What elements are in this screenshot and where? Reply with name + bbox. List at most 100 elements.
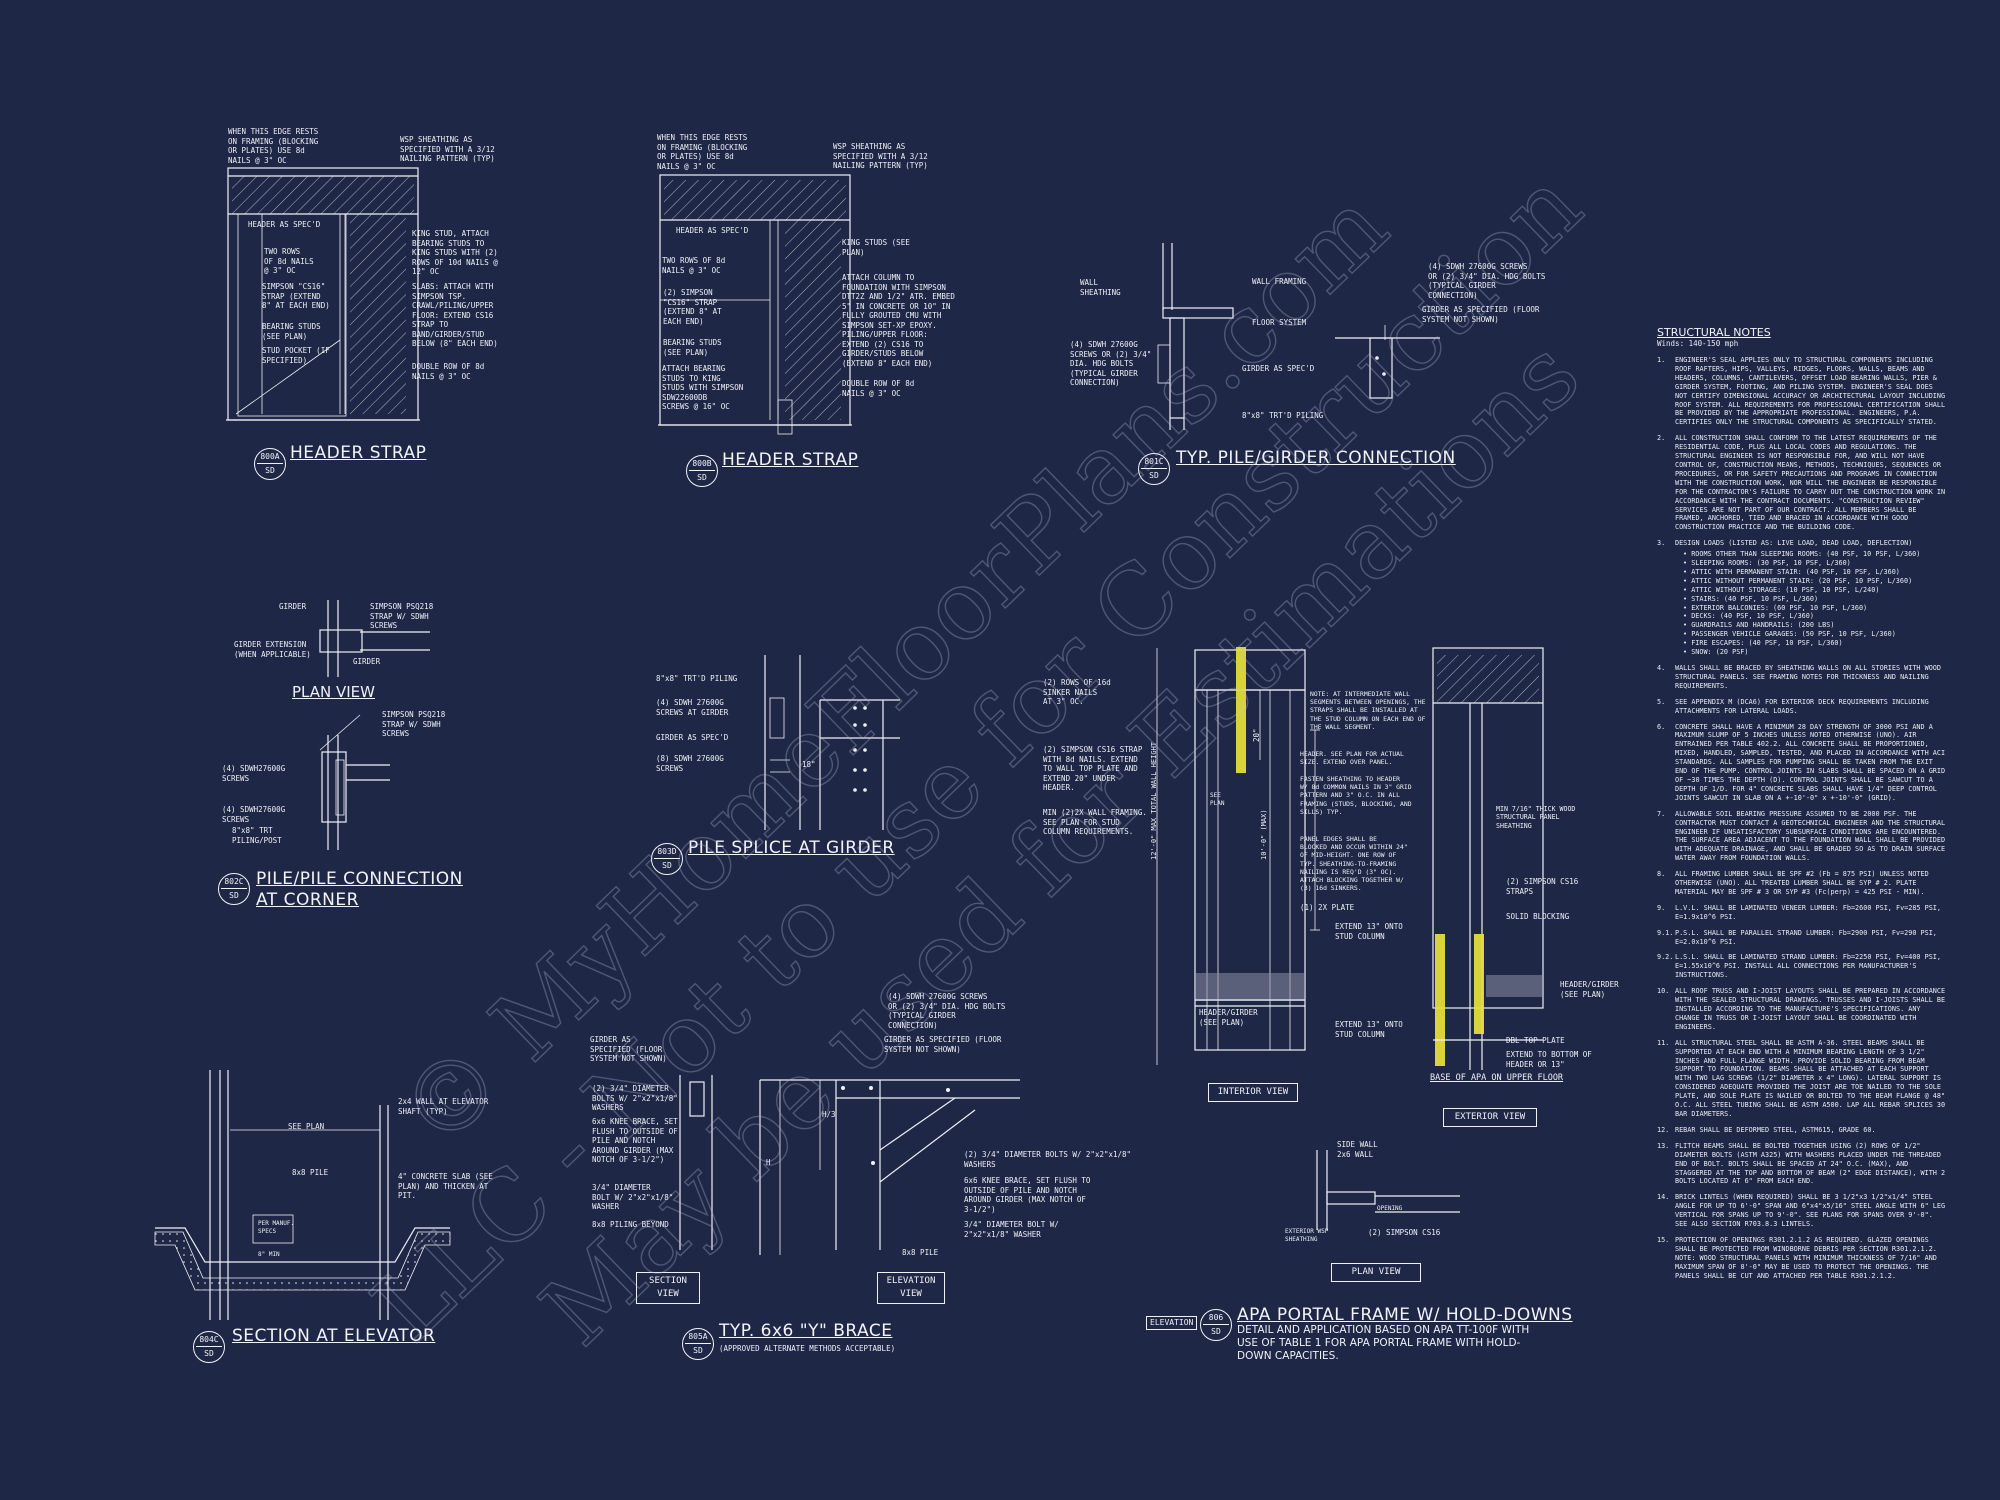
callout-806-cs16: (2) SIMPSON CS16 [1368, 1228, 1441, 1237]
callout-802c-strap: SIMPSON PSQ218 STRAP W/ SDWH SCREWS [370, 602, 434, 630]
structural-note-item: 14. BRICK LINTELS (WHEN REQUIRED) SHALL B… [1657, 1193, 1949, 1229]
structural-note-item: 12.REBAR SHALL BE DEFORMED STEEL, ASTM61… [1657, 1126, 1949, 1135]
design-loads-list: ROOMS OTHER THAN SLEEPING ROOMS: (40 PSF… [1675, 550, 1949, 657]
base-label-806: BASE OF APA ON UPPER FLOOR [1430, 1073, 1564, 1083]
structural-note-item: 1.ENGINEER'S SEAL APPLIES ONLY TO STRUCT… [1657, 356, 1949, 427]
structural-notes-winds: Winds: 140-150 mph [1657, 339, 1739, 348]
dimension-806-wall-height: 12'-0" MAX TOTAL WALL HEIGHT [1150, 741, 1158, 860]
callout-801c-girder-right: GIRDER AS SPECIFIED (FLOOR SYSTEM NOT SH… [1422, 305, 1540, 324]
structural-note-item: 2.ALL CONSTRUCTION SHALL CONFORM TO THE … [1657, 434, 1949, 532]
callout-801c-piling: 8"x8" TRT'D PILING [1242, 411, 1324, 420]
structural-note-text: PROTECTION OF OPENINGS R301.2.1.2 AS REQ… [1675, 1235, 1937, 1280]
callout-805a-pile: 8x8 PILE [902, 1248, 939, 1257]
structural-note-item: 3.DESIGN LOADS (LISTED AS: LIVE LOAD, DE… [1657, 539, 1949, 657]
view-label-805a-section: SECTION VIEW [636, 1272, 700, 1304]
callout-806-header-girder-ext: HEADER/GIRDER (SEE PLAN) [1560, 980, 1619, 999]
structural-note-item: 9.2.L.S.L. SHALL BE LAMINATED STRAND LUM… [1657, 953, 1949, 980]
callout-804c-slab: 4" CONCRETE SLAB (SEE PLAN) AND THICKEN … [398, 1172, 493, 1200]
structural-note-item: 9.1.P.S.L. SHALL BE PARALLEL STRAND LUMB… [1657, 929, 1949, 947]
callout-800b-column: ATTACH COLUMN TO FOUNDATION WITH SIMPSON… [842, 273, 955, 368]
callout-806-dbl-top: DBL TOP PLATE [1506, 1036, 1565, 1045]
callout-806-header: HEADER. SEE PLAN FOR ACTUAL SIZE. EXTEND… [1300, 750, 1404, 767]
callout-801c-floor: FLOOR SYSTEM [1252, 318, 1307, 327]
dimension-803d: 18" [802, 760, 816, 769]
design-load-item: SNOW: (20 PSF) [1683, 648, 1949, 657]
detail-title-801c: TYP. PILE/GIRDER CONNECTION [1176, 448, 1456, 468]
callout-806-plate: (1) 2X PLATE [1300, 903, 1355, 912]
structural-note-text: WALLS SHALL BE BRACED BY SHEATHING WALLS… [1675, 664, 1941, 690]
structural-note-number: 9.1. [1657, 928, 1674, 937]
structural-note-number: 10. [1657, 987, 1670, 996]
callout-800a-nails: TWO ROWS OF 8d NAILS @ 3" OC [264, 247, 314, 275]
description-806: DETAIL AND APPLICATION BASED ON APA TT-1… [1237, 1324, 1530, 1362]
callout-806-seeplan: SEE PLAN [1210, 792, 1225, 807]
callout-806-panel-edges: PANEL EDGES SHALL BE BLOCKED AND OCCUR W… [1300, 835, 1408, 893]
structural-notes-title: STRUCTURAL NOTES [1657, 326, 1771, 339]
design-load-item: EXTERIOR BALCONIES: (60 PSF, 10 PSF, L/3… [1683, 604, 1949, 613]
structural-note-text: ALL ROOF TRUSS AND I-JOIST LAYOUTS SHALL… [1675, 987, 1946, 1031]
detail-title-802c: PILE/PILE CONNECTION AT CORNER [256, 869, 463, 910]
view-label-806-plan: PLAN VIEW [1331, 1263, 1421, 1282]
detail-802c-drawing [319, 600, 430, 850]
detail-title-804c: SECTION AT ELEVATOR [232, 1326, 436, 1346]
detail-title-800a: HEADER STRAP [290, 443, 427, 463]
callout-806-extend2: EXTEND 13" ONTO STUD COLUMN [1335, 1020, 1403, 1039]
callout-802c-strap2: SIMPSON PSQ218 STRAP W/ SDWH SCREWS [382, 710, 446, 738]
callout-800b-double: DOUBLE ROW OF 8d NAILS @ 3" OC [842, 379, 915, 398]
structural-note-text: SEE APPENDIX M (DCA6) FOR EXTERIOR DECK … [1675, 697, 1929, 715]
callout-804c-manuf: PER MANUF. SPECS [258, 1220, 295, 1235]
callout-800b-strap: (2) SIMPSON "CS16" STRAP (EXTEND 8" AT E… [663, 288, 722, 326]
structural-note-number: 14. [1657, 1193, 1670, 1202]
structural-note-number: 6. [1657, 722, 1666, 731]
callout-805a-knee-right: 6x6 KNEE BRACE, SET FLUSH TO OUTSIDE OF … [964, 1176, 1091, 1214]
subtitle-802c-plan-view: PLAN VIEW [292, 683, 375, 701]
structural-note-item: 11.ALL STRUCTURAL STEEL SHALL BE ASTM A-… [1657, 1039, 1949, 1119]
detail-804c-drawing [154, 1070, 451, 1320]
structural-note-number: 11. [1657, 1038, 1670, 1047]
callout-800b-header: HEADER AS SPEC'D [676, 226, 749, 235]
callout-800a-wsp: WSP SHEATHING AS SPECIFIED WITH A 3/12 N… [400, 135, 495, 163]
callout-800a-bearing: BEARING STUDS (SEE PLAN) [262, 322, 321, 341]
callout-805a-bolts-right: (2) 3/4" DIAMETER BOLTS W/ 2"x2"x1/8" WA… [964, 1150, 1132, 1169]
detail-title-805a: TYP. 6x6 "Y" BRACE [719, 1321, 893, 1341]
structural-note-item: 9.L.V.L. SHALL BE LAMINATED VENEER LUMBE… [1657, 904, 1949, 922]
callout-801c-girder: GIRDER AS SPEC'D [1242, 364, 1315, 373]
callout-805a-bolts: (2) 3/4" DIAMETER BOLTS W/ 2"x2"x1/8" WA… [592, 1084, 678, 1112]
design-load-item: ATTIC WITHOUT PERMANENT STAIR: (20 PSF, … [1683, 577, 1949, 586]
callout-800a-king: KING STUD, ATTACH BEARING STUDS TO KING … [412, 229, 498, 276]
callout-805a-girder-right: GIRDER AS SPECIFIED (FLOOR SYSTEM NOT SH… [884, 1035, 1002, 1054]
structural-note-text: ALL CONSTRUCTION SHALL CONFORM TO THE LA… [1675, 434, 1946, 532]
callout-806-simpson: (2) SIMPSON CS16 STRAPS [1506, 877, 1579, 896]
callout-806-header-girder: HEADER/GIRDER (SEE PLAN) [1199, 1008, 1258, 1027]
design-load-item: STAIRS: (40 PSF, 10 PSF, L/360) [1683, 595, 1949, 604]
callout-806-note: NOTE: AT INTERMEDIATE WALL SEGMENTS BETW… [1310, 690, 1426, 731]
detail-title-800b: HEADER STRAP [722, 450, 859, 470]
subtitle-805a: (APPROVED ALTERNATE METHODS ACCEPTABLE) [719, 1344, 896, 1353]
dimension-805a-h3: H/3 [822, 1110, 836, 1119]
structural-notes-list: 1.ENGINEER'S SEAL APPLIES ONLY TO STRUCT… [1657, 356, 1949, 1280]
detail-title-806: APA PORTAL FRAME W/ HOLD-DOWNS [1237, 1305, 1573, 1325]
structural-note-text: REBAR SHALL BE DEFORMED STEEL, ASTM615, … [1675, 1125, 1876, 1134]
design-load-item: SLEEPING ROOMS: (30 PSF, 10 PSF, L/360) [1683, 559, 1949, 568]
callout-804c-min: 8" MIN [258, 1251, 280, 1258]
callout-805a-girder: GIRDER AS SPECIFIED (FLOOR SYSTEM NOT SH… [590, 1035, 667, 1063]
callout-805a-bolt: 3/4" DIAMETER BOLT W/ 2"x2"x1/8" WASHER [592, 1183, 674, 1211]
dimension-806-max: 10'-0" (MAX) [1260, 809, 1268, 860]
structural-note-text: ALL FRAMING LUMBER SHALL BE SPF #2 (Fb =… [1675, 870, 1929, 896]
structural-note-text: FLITCH BEAMS SHALL BE BOLTED TOGETHER US… [1675, 1141, 1946, 1186]
callout-806-opening: OPENING [1377, 1205, 1403, 1212]
structural-note-number: 4. [1657, 664, 1666, 672]
design-load-item: FIRE ESCAPES: (40 PSF, 10 PSF, L/360) [1683, 639, 1949, 648]
callout-806-sheathing: MIN 7/16" THICK WOOD STRUCTURAL PANEL SH… [1496, 805, 1576, 830]
structural-note-item: 13.FLITCH BEAMS SHALL BE BOLTED TOGETHER… [1657, 1142, 1949, 1187]
structural-note-number: 15. [1657, 1235, 1670, 1244]
detail-800b-drawing [658, 174, 852, 435]
dimension-805a-h: H [766, 1158, 771, 1167]
callout-802c-girder2: GIRDER [353, 657, 381, 666]
callout-806-ext-wsp: EXTERIOR WSP SHEATHING [1285, 1228, 1329, 1243]
structural-note-text: BRICK LINTELS (WHEN REQUIRED) SHALL BE 3… [1675, 1193, 1946, 1229]
callout-805a-bolt-right: 3/4" DIAMETER BOLT W/ 2"x2"x1/8" WASHER [964, 1220, 1059, 1239]
